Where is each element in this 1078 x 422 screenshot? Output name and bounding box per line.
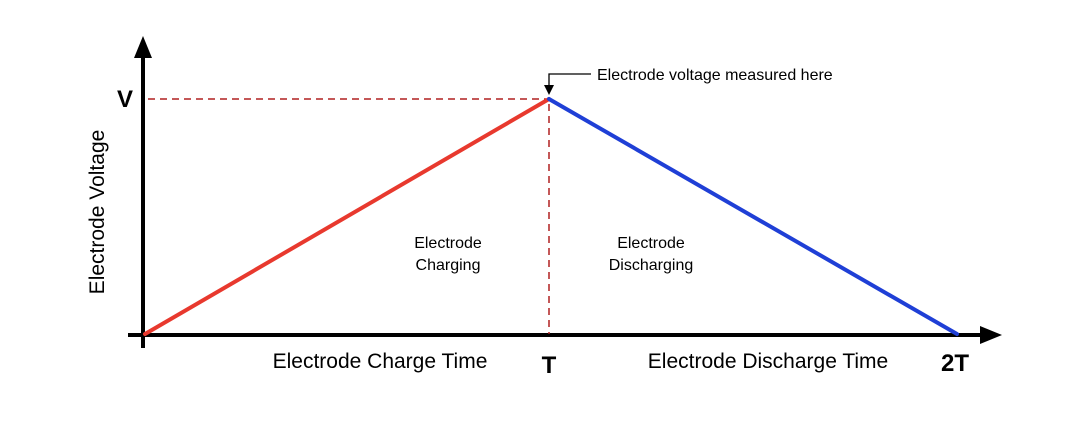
y-axis-label: Electrode Voltage: [86, 130, 109, 295]
y-axis-arrowhead: [134, 36, 152, 58]
discharging-line: [547, 97, 959, 336]
measurement-annotation: Electrode voltage measured here: [597, 67, 833, 84]
discharging-label-line1: Electrode: [617, 235, 685, 252]
charging-line: [143, 97, 551, 336]
discharge-time-label: Electrode Discharge Time: [648, 350, 888, 373]
t-tick-label: T: [542, 352, 557, 379]
2t-tick-label: 2T: [941, 350, 969, 377]
measurement-pointer: [548, 73, 591, 86]
x-axis-arrowhead: [980, 326, 1002, 344]
charge-time-label: Electrode Charge Time: [273, 350, 488, 373]
discharging-label-line2: Discharging: [609, 257, 693, 274]
measurement-pointer-arrowhead: [544, 85, 554, 95]
charging-label-line2: Charging: [416, 257, 481, 274]
charging-label-line1: Electrode: [414, 235, 482, 252]
v-tick-label: V: [117, 86, 133, 113]
